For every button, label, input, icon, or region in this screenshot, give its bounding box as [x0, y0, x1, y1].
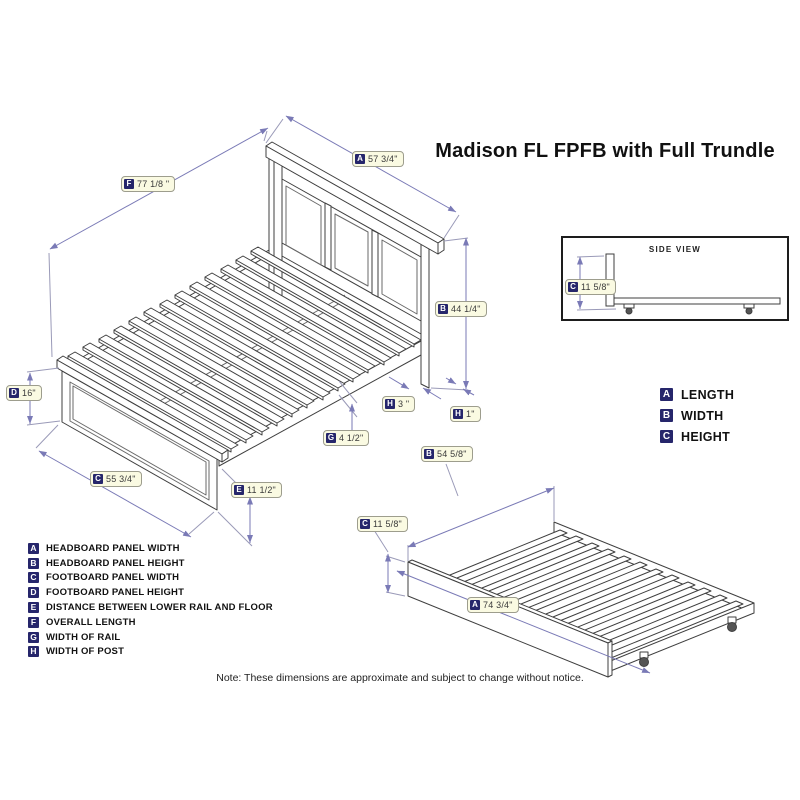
- key-label: WIDTH: [681, 408, 724, 423]
- page-title: Madison FL FPFB with Full Trundle: [435, 140, 775, 162]
- legend-letter-chip: E: [28, 602, 39, 614]
- measure-key: A LENGTH B WIDTH C HEIGHT: [660, 384, 734, 447]
- dim-letter-chip: C: [93, 474, 103, 484]
- legend-label: HEADBOARD PANEL WIDTH: [46, 542, 180, 554]
- dim-value: 74 3/4": [483, 600, 513, 610]
- legend-row: F OVERALL LENGTH: [28, 615, 273, 630]
- key-label: HEIGHT: [681, 429, 731, 444]
- dim-value: 57 3/4": [368, 154, 398, 164]
- dim-value: 11 5/8": [581, 282, 610, 292]
- dim-letter-chip: B: [438, 304, 448, 314]
- dim-label-footboard-panel-width: C 55 3/4": [90, 471, 142, 487]
- dim-value: 4 1/2": [339, 433, 364, 443]
- dimension-legend: A HEADBOARD PANEL WIDTH B HEADBOARD PANE…: [28, 541, 273, 659]
- dim-value: 11 5/8": [373, 519, 402, 529]
- dim-letter-chip: F: [124, 179, 134, 189]
- legend-row: D FOOTBOARD PANEL HEIGHT: [28, 585, 273, 600]
- legend-label: HEADBOARD PANEL HEIGHT: [46, 557, 185, 569]
- legend-row: H WIDTH OF POST: [28, 645, 273, 660]
- dim-letter-chip: H: [453, 409, 463, 419]
- dim-label-trundle-width: B 54 5/8": [421, 446, 473, 462]
- dim-value: 77 1/8 ": [137, 179, 170, 189]
- measure-key-row-width: B WIDTH: [660, 405, 734, 426]
- legend-letter-chip: B: [28, 557, 39, 569]
- dim-letter-chip: B: [424, 449, 434, 459]
- dim-value: 3 ": [398, 399, 410, 409]
- legend-letter-chip: D: [28, 587, 39, 599]
- dim-label-headboard-panel-width: A 57 3/4": [352, 151, 404, 167]
- dim-label-rail-to-floor: E 11 1/2": [231, 482, 282, 498]
- dim-label-trundle-length: A 74 3/4": [467, 597, 519, 613]
- measure-key-row-length: A LENGTH: [660, 384, 734, 405]
- legend-letter-chip: C: [28, 572, 39, 584]
- measure-key-row-height: C HEIGHT: [660, 426, 734, 447]
- dim-label-post-width-1: H 1": [450, 406, 481, 422]
- dim-letter-chip: A: [355, 154, 365, 164]
- dim-label-sideview-height: C 11 5/8": [565, 279, 616, 295]
- side-view-title: SIDE VIEW: [648, 245, 702, 254]
- legend-label: OVERALL LENGTH: [46, 616, 136, 628]
- dim-letter-chip: A: [470, 600, 480, 610]
- legend-letter-chip: A: [28, 542, 39, 554]
- legend-row: E DISTANCE BETWEEN LOWER RAIL AND FLOOR: [28, 600, 273, 615]
- legend-label: FOOTBOARD PANEL HEIGHT: [46, 587, 185, 599]
- key-letter-chip: A: [660, 388, 673, 401]
- dim-value: 44 1/4": [451, 304, 481, 314]
- dim-label-overall-length: F 77 1/8 ": [121, 176, 176, 192]
- disclaimer-note: Note: These dimensions are approximate a…: [216, 672, 584, 684]
- dim-label-post-width-3: H 3 ": [382, 396, 416, 412]
- trundle-isometric-drawing: [407, 521, 755, 678]
- legend-label: WIDTH OF RAIL: [46, 631, 121, 643]
- dim-label-footboard-panel-height: D 16": [6, 385, 42, 401]
- legend-label: WIDTH OF POST: [46, 646, 125, 658]
- dim-label-rail-width: G 4 1/2": [323, 430, 370, 446]
- key-letter-chip: C: [660, 430, 673, 443]
- legend-row: G WIDTH OF RAIL: [28, 630, 273, 645]
- dimension-lines: [26, 115, 651, 674]
- legend-letter-chip: G: [28, 631, 39, 643]
- dim-letter-chip: C: [568, 282, 578, 292]
- legend-letter-chip: H: [28, 646, 39, 658]
- dim-value: 1": [466, 409, 475, 419]
- legend-row: B HEADBOARD PANEL HEIGHT: [28, 556, 273, 571]
- dim-letter-chip: H: [385, 399, 395, 409]
- side-view-inset: [561, 236, 789, 321]
- key-label: LENGTH: [681, 387, 735, 402]
- bed-isometric-drawing: [56, 141, 445, 511]
- bed-slats: [67, 246, 422, 453]
- dim-label-headboard-panel-height: B 44 1/4": [435, 301, 487, 317]
- legend-label: FOOTBOARD PANEL WIDTH: [46, 572, 180, 584]
- dim-letter-chip: D: [9, 388, 19, 398]
- dim-value: 54 5/8": [437, 449, 467, 459]
- dim-label-trundle-height: C 11 5/8": [357, 516, 408, 532]
- dim-letter-chip: G: [326, 433, 336, 443]
- legend-letter-chip: F: [28, 616, 39, 628]
- key-letter-chip: B: [660, 409, 673, 422]
- legend-label: DISTANCE BETWEEN LOWER RAIL AND FLOOR: [46, 602, 273, 614]
- dim-letter-chip: E: [234, 485, 244, 495]
- legend-row: C FOOTBOARD PANEL WIDTH: [28, 571, 273, 586]
- dim-value: 11 1/2": [247, 485, 276, 495]
- dim-letter-chip: C: [360, 519, 370, 529]
- dim-value: 16": [22, 388, 36, 398]
- dim-value: 55 3/4": [106, 474, 136, 484]
- legend-row: A HEADBOARD PANEL WIDTH: [28, 541, 273, 556]
